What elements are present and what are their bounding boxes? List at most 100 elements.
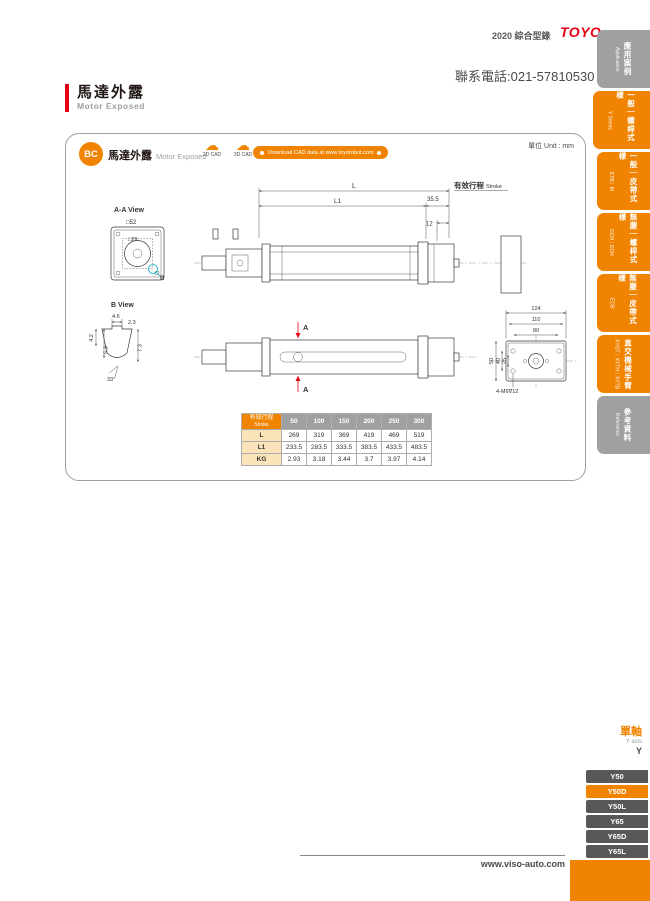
download-cad-label: Download CAD data at www.toyorobot.com (268, 149, 374, 156)
tab-label-en: ETB｜M (608, 171, 614, 191)
axis-code: Y (635, 745, 642, 756)
stroke-table: 有效行程 Stroke 50 100 150 200 250 300 L 269… (241, 413, 432, 466)
dim-12: 12 (426, 222, 433, 228)
dim-L1: L1 (334, 198, 342, 205)
dim-33deg: 33° (107, 377, 115, 383)
dim-L: L (352, 183, 356, 190)
model-tab-y50d[interactable]: Y50D (586, 785, 648, 798)
sidebar-tab-gch-ech[interactable]: GCH｜ECH 無塵｜螺桿式樣 (597, 213, 650, 271)
detail-b-view: B View 4.6 2.3 4.2 5.3 7.3 33° (89, 302, 144, 383)
sidebar-tab-application[interactable]: Application 應用案例 (597, 30, 650, 88)
tab-label-en: Application (614, 46, 620, 72)
dim-4-2: 4.2 (89, 334, 95, 342)
section-markers: A A (295, 322, 309, 394)
tab-label-zh: 無塵｜皮帶式樣 (617, 274, 638, 325)
sidebar-tab-etb-m[interactable]: ETB｜M 一般｜皮帶式樣 (597, 152, 650, 210)
footer-accent-block (570, 860, 650, 901)
sidebar-tab-reference[interactable]: Reference 參考資料 (597, 396, 650, 454)
axis-label-zh: 單軸 (620, 726, 642, 738)
dim-5-3: 5.3 (104, 346, 110, 354)
bullet-dot (260, 150, 264, 155)
model-tab-y50[interactable]: Y50 (586, 770, 648, 783)
top-view (201, 335, 460, 379)
dim-sq29: □29 (128, 237, 137, 243)
dim-sq52: □52 (126, 220, 137, 226)
row-label: KG (241, 453, 282, 466)
aa-view-label: A-A View (114, 207, 145, 214)
col-header: 50 (281, 413, 307, 430)
stroke-label-en: Stroke (486, 184, 502, 190)
b-ref-label: B (160, 276, 165, 282)
model-tab-y50l[interactable]: Y50L (586, 800, 648, 813)
model-tab-y65l[interactable]: Y65L (586, 845, 648, 858)
cell: 3.44 (331, 453, 357, 466)
footer-divider (300, 855, 565, 856)
side-view (201, 228, 522, 294)
cad-download-icons: ☁ 2D CAD ☁ 3D CAD (199, 138, 256, 158)
download-cad-banner[interactable]: Download CAD data at www.toyorobot.com (253, 146, 389, 159)
model-tab-y65d[interactable]: Y65D (586, 830, 648, 843)
sidebar-tab-y-series[interactable]: Y Series 一般｜螺桿式樣 (593, 91, 650, 149)
table-row: KG 2.93 3.18 3.44 3.7 3.97 4.14 (241, 453, 432, 466)
cell: 369 (331, 429, 357, 442)
cell: 319 (306, 429, 332, 442)
cell: 2.93 (281, 453, 307, 466)
bullet-dot (377, 150, 382, 155)
cad-2d-link[interactable]: ☁ 2D CAD (199, 138, 225, 158)
page-title-zh: 馬達外露 (77, 84, 146, 101)
panel-title-en: Motor Exposed (156, 152, 207, 161)
axis-label-en: Y axis (625, 738, 642, 745)
cell: 333.5 (331, 441, 357, 454)
panel-title-zh: 馬達外露 (108, 150, 152, 162)
tab-label-zh: 無塵｜螺桿式樣 (618, 213, 638, 264)
dim-40: 40 (496, 358, 502, 364)
footer-url: www.viso-auto.com (480, 859, 565, 869)
panel-title: 馬達外露 Motor Exposed (108, 147, 206, 163)
dim-2-3: 2.3 (128, 320, 136, 326)
section-aa-view: A-A View □52 □29 B (110, 207, 165, 282)
cloud-3d-icon: ☁ (236, 137, 250, 153)
sidebar-tab-ecb[interactable]: ECB 無塵｜皮帶式樣 (597, 274, 650, 332)
cad-3d-link[interactable]: ☁ 3D CAD (230, 138, 256, 158)
cell: 3.97 (381, 453, 407, 466)
row-label: L1 (241, 441, 282, 454)
row-label: L (241, 429, 282, 442)
cell: 4.14 (406, 453, 432, 466)
tab-label-en: XYGT｜XYTH｜XYTB (613, 338, 620, 389)
table-header-stroke: 有效行程 Stroke (241, 413, 282, 430)
dim-80: 80 (533, 328, 539, 334)
cell: 269 (281, 429, 307, 442)
tab-label-en: Reference (614, 413, 620, 437)
technical-drawing: L L1 35.5 12 有效行程 Stroke A-A View □52 □2… (89, 180, 578, 395)
section-a-label-bottom: A (303, 385, 309, 394)
cell: 233.5 (281, 441, 307, 454)
dim-50: 50 (489, 358, 495, 364)
tab-label-zh: 直交機械手臂 (623, 338, 633, 390)
dim-4-6: 4.6 (112, 314, 120, 320)
cloud-2d-icon: ☁ (205, 137, 219, 153)
axis-nav-header: 單軸 Y axis Y (586, 726, 642, 756)
cell: 383.5 (356, 441, 382, 454)
sidebar-tab-xy-robot[interactable]: XYGT｜XYTH｜XYTB 直交機械手臂 (597, 335, 650, 393)
model-tab-y65[interactable]: Y65 (586, 815, 648, 828)
tab-label-en: GCH｜ECH (608, 228, 614, 256)
b-view-label: B View (111, 302, 134, 309)
table-header-en: Stroke (254, 421, 269, 428)
title-accent-bar (65, 84, 69, 112)
drawing-panel: BC 馬達外露 Motor Exposed ☁ 2D CAD ☁ 3D CAD D… (65, 133, 586, 481)
col-header: 250 (381, 413, 407, 430)
cell: 483.5 (406, 441, 432, 454)
table-header-row: 有效行程 Stroke 50 100 150 200 250 300 (241, 413, 432, 430)
col-header: 150 (331, 413, 357, 430)
toyo-logo: TOYO (560, 24, 602, 40)
tab-label-zh: 一般｜螺桿式樣 (615, 91, 636, 142)
dim-35-5: 35.5 (427, 197, 439, 203)
section-a-label-top: A (303, 323, 309, 332)
catalog-edition-label: 2020 綜合型錄 (492, 31, 551, 41)
cell: 419 (356, 429, 382, 442)
tab-label-zh: 參考資料 (623, 408, 632, 442)
page-title: 馬達外露 Motor Exposed (65, 84, 145, 112)
series-code-badge: BC (79, 142, 103, 166)
table-row: L 269 319 369 419 469 519 (241, 429, 432, 442)
